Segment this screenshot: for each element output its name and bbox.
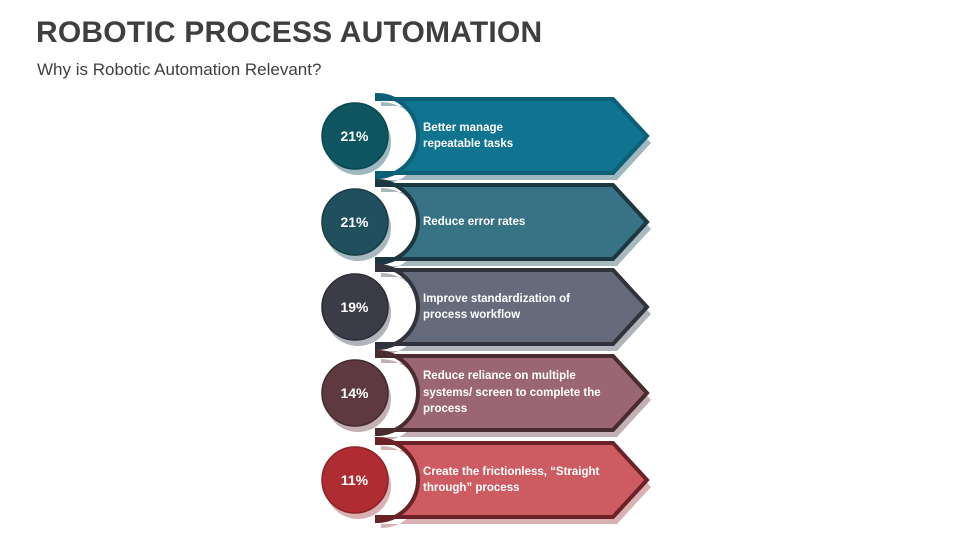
chevron-graphic (321, 436, 651, 528)
chevron-graphic (321, 263, 651, 355)
chevron-bar[interactable] (375, 263, 650, 351)
chevron-graphic (321, 349, 651, 441)
chevron-bar[interactable] (375, 349, 650, 437)
chevron-bar[interactable] (375, 436, 650, 524)
percent-circle[interactable] (321, 102, 389, 170)
chevron-bar[interactable] (375, 92, 650, 180)
percent-circle[interactable] (321, 188, 389, 256)
percent-circle[interactable] (321, 359, 389, 427)
chevron-row[interactable]: 21%Reduce error rates (315, 178, 660, 270)
percent-circle[interactable] (321, 273, 389, 341)
page-title: ROBOTIC PROCESS AUTOMATION (36, 16, 543, 49)
chevron-bar[interactable] (375, 178, 650, 266)
chevron-graphic (321, 92, 651, 184)
percent-circle[interactable] (321, 446, 389, 514)
chevron-graphic (321, 178, 651, 270)
page-subtitle: Why is Robotic Automation Relevant? (37, 60, 322, 79)
